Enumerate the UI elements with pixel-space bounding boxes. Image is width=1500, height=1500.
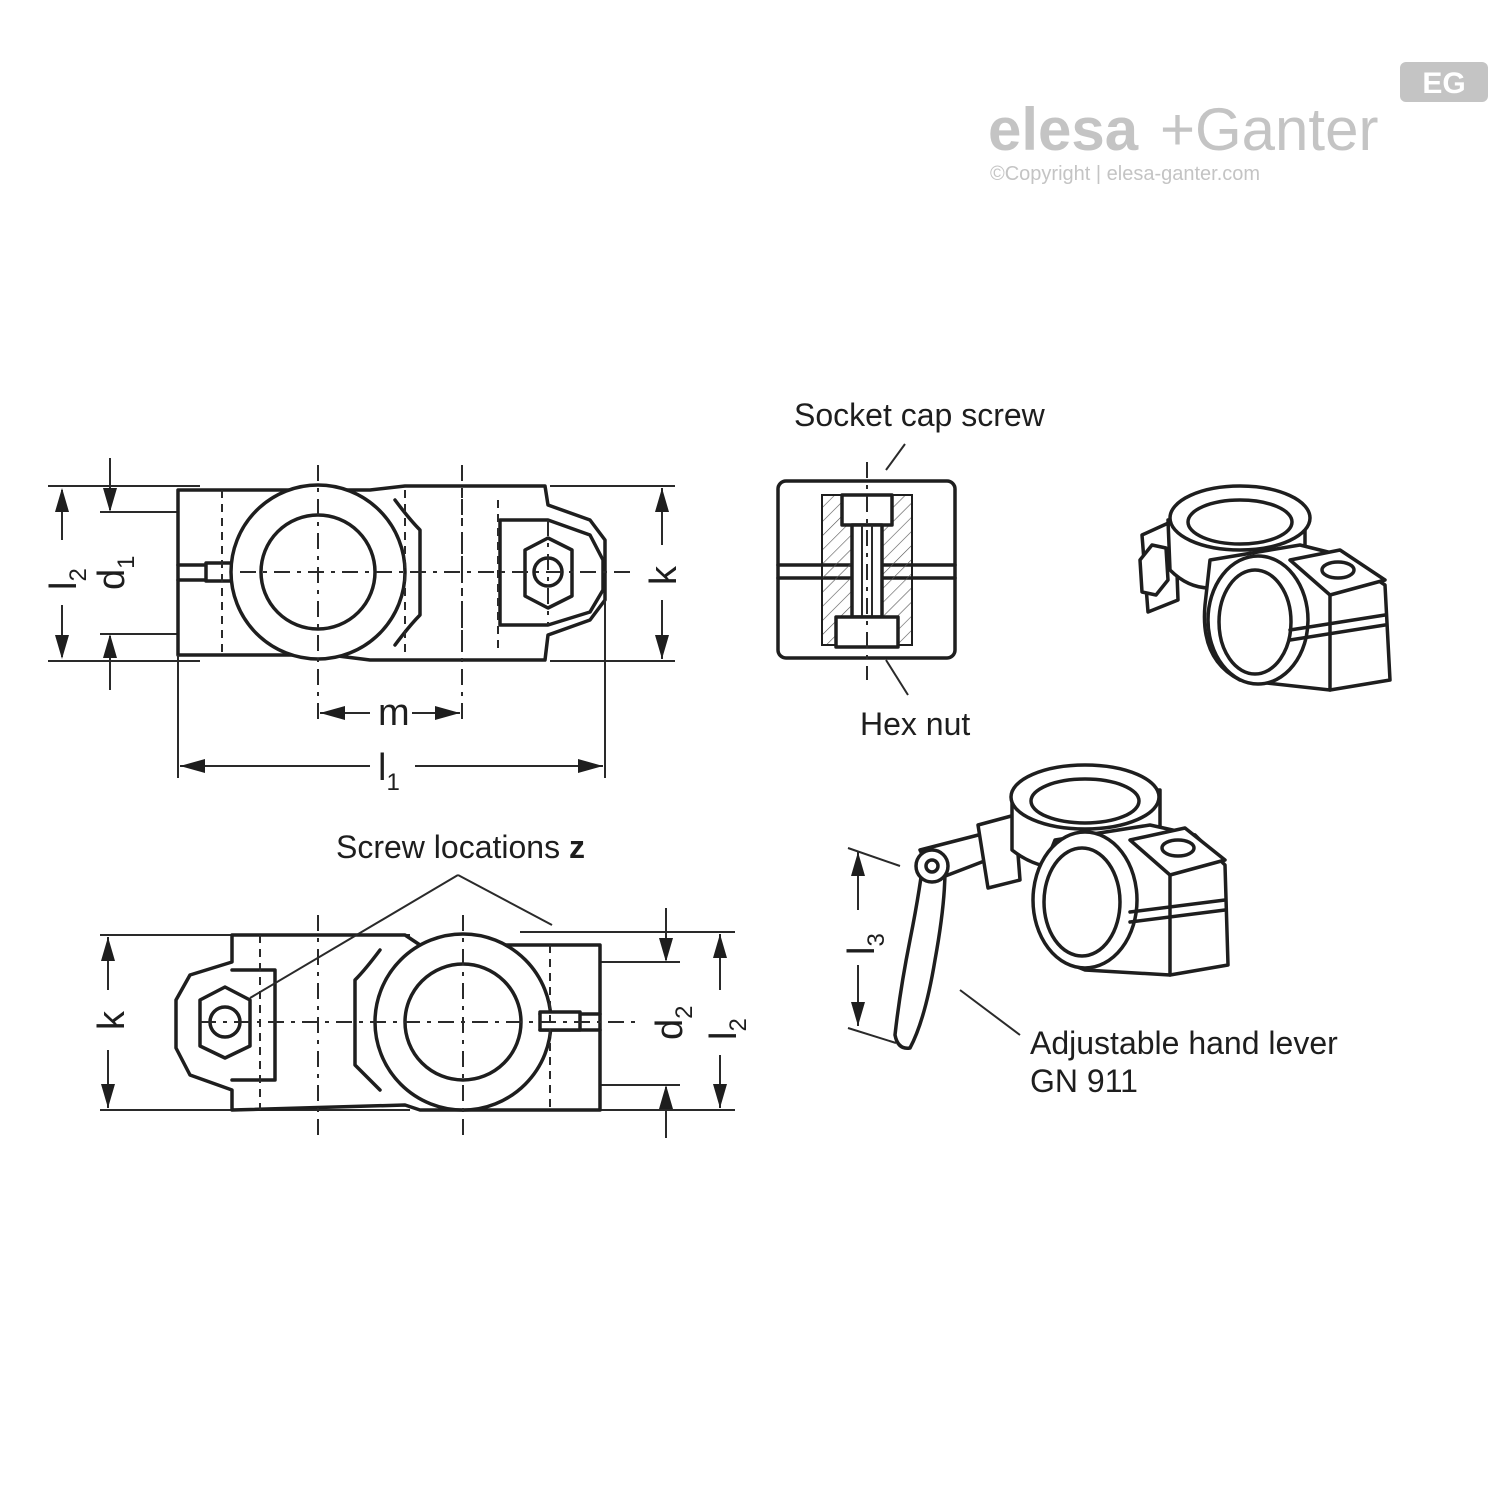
- dim-l2-bottom: l2: [703, 1018, 752, 1040]
- dim-l3: l3: [841, 933, 890, 955]
- label-hand-lever: Adjustable hand lever: [1030, 1025, 1338, 1061]
- copyright-text: ©Copyright | elesa-ganter.com: [990, 163, 1260, 185]
- label-screw-locations: Screw locations z: [336, 829, 585, 865]
- side-view-labels: Screw locations z k d2 l2: [91, 829, 752, 1040]
- isometric-lever-view: [847, 763, 1230, 1050]
- lever-view-labels: l3 Adjustable hand lever GN 911: [841, 933, 1338, 1099]
- brand-logo: EG elesa + Ganter ©Copyright | elesa-gan…: [988, 62, 1488, 185]
- section-view-labels: Socket cap screw Hex nut: [794, 397, 1046, 742]
- dim-l1: l1: [378, 747, 400, 796]
- brand-name-right: Ganter: [1195, 96, 1378, 163]
- brand-plus: +: [1160, 96, 1195, 163]
- top-view-drawing: [48, 458, 675, 778]
- isometric-clamp-view: [1138, 484, 1392, 692]
- dim-d2: d2: [649, 1006, 698, 1041]
- dim-k-top: k: [643, 565, 685, 585]
- dim-m: m: [378, 692, 410, 734]
- label-socket-cap-screw: Socket cap screw: [794, 397, 1046, 433]
- badge-icon: [1400, 62, 1488, 102]
- top-view-labels: l1 m l2 d1 k: [43, 556, 685, 797]
- dim-d1: d1: [91, 556, 140, 591]
- dim-k-bottom: k: [91, 1010, 133, 1030]
- side-view-drawing: [100, 874, 735, 1138]
- label-hex-nut: Hex nut: [860, 706, 970, 742]
- brand-name-left: elesa: [988, 96, 1139, 163]
- dim-l2-top: l2: [43, 568, 92, 590]
- section-view-drawing: [776, 443, 957, 696]
- badge-text: EG: [1422, 67, 1465, 100]
- label-hand-lever-model: GN 911: [1030, 1063, 1138, 1099]
